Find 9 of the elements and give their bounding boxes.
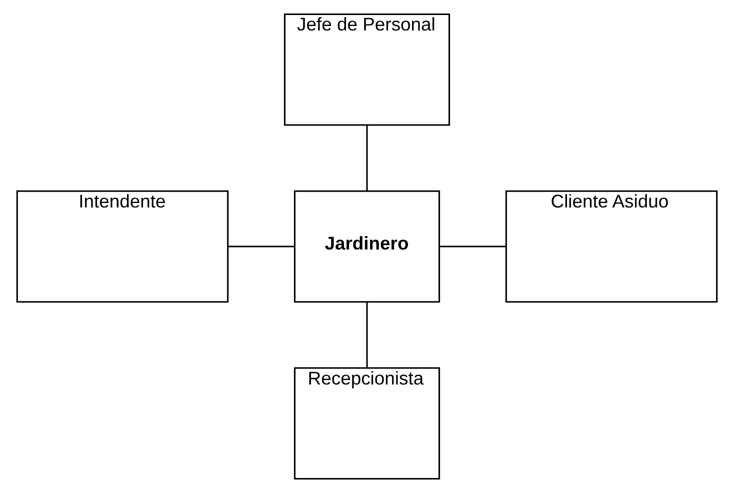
node-box: Cliente Asiduo	[504, 190, 718, 303]
connector	[366, 125, 368, 191]
node-box: Jefe de Personal	[283, 14, 450, 126]
node-box: Intendente	[16, 190, 228, 303]
connector	[228, 246, 294, 248]
node-box: Recepcionista	[293, 367, 440, 480]
connector	[439, 246, 506, 248]
node-box: Jardinero	[293, 190, 440, 303]
connector	[366, 302, 368, 368]
